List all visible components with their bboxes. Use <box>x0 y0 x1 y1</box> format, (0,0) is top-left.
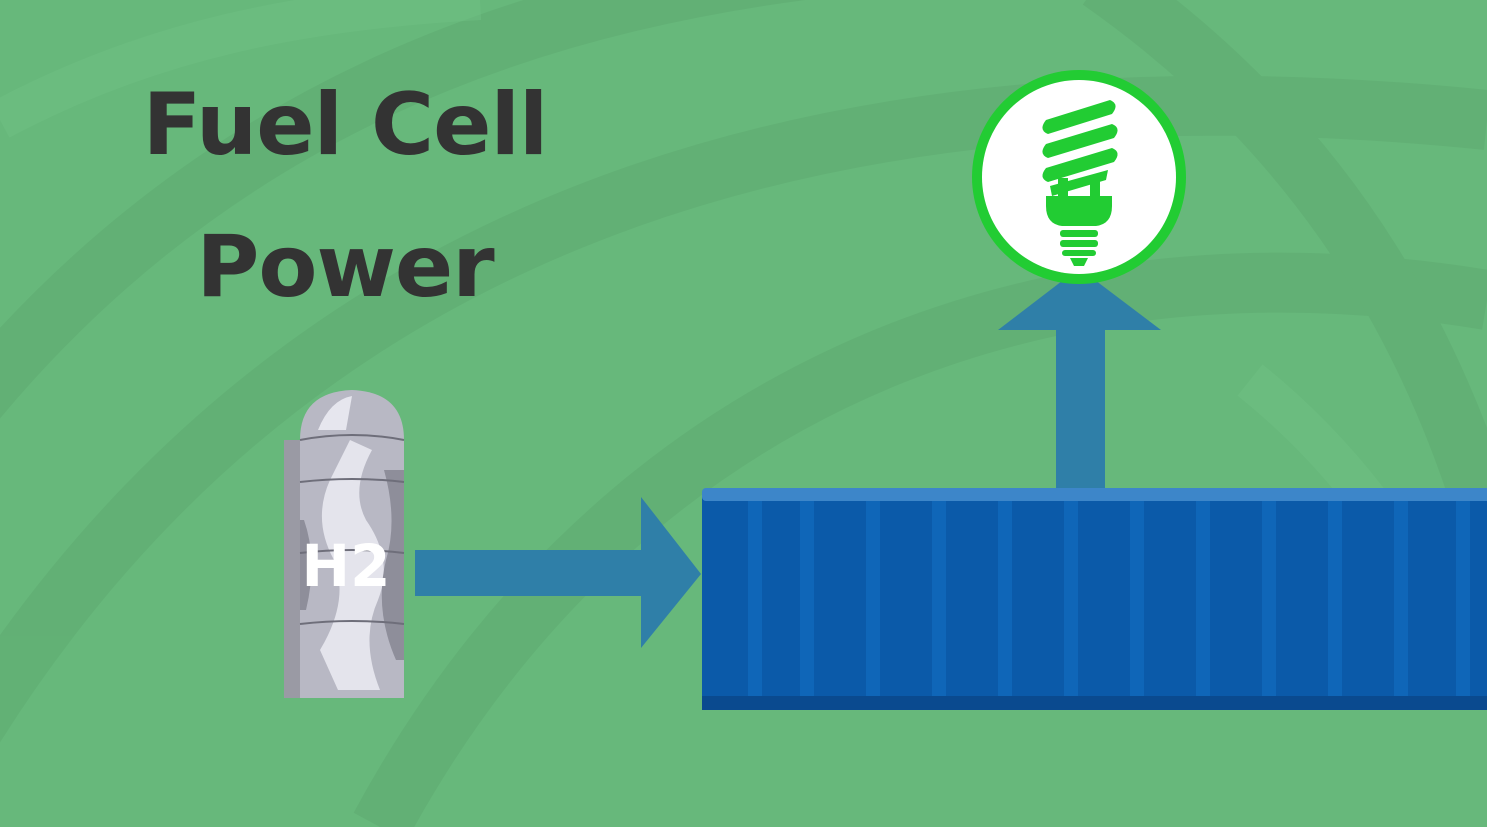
arrow-right-icon <box>415 497 701 648</box>
fuel-cell-stack-icon <box>702 488 1487 710</box>
light-bulb-icon <box>972 70 1186 284</box>
diagram-title-line-1: Fuel Cell <box>142 75 549 175</box>
tank-label: H2 <box>302 532 391 600</box>
hydrogen-tank-icon <box>284 390 405 698</box>
diagram-title-line-2: Power <box>196 217 494 317</box>
arrow-up-icon <box>998 268 1161 488</box>
